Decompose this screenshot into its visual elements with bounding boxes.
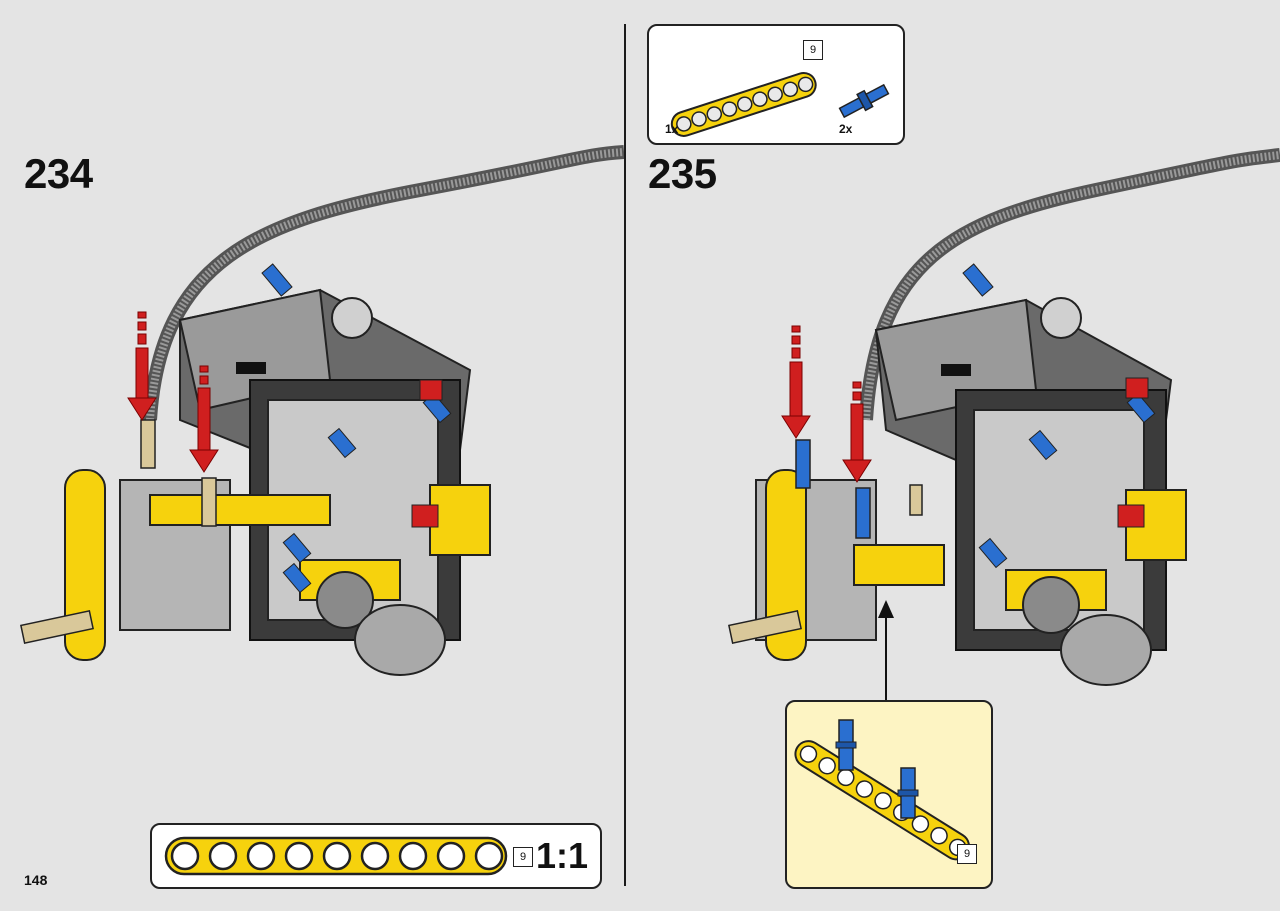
subassembly-callout: 9 [785, 700, 993, 889]
red-arrow [842, 381, 872, 483]
parts-callout: 9 1x 2x [647, 24, 905, 145]
blue-pin [835, 719, 857, 771]
red-arrow [189, 365, 219, 473]
scale-box: 9 1:1 [150, 823, 602, 889]
model-illustration [728, 148, 1280, 700]
part-quantity: 2x [839, 122, 853, 136]
length-badge: 9 [513, 847, 533, 867]
yellow-beam-part [670, 71, 817, 137]
red-arrow [127, 311, 157, 421]
blue-pin [897, 767, 919, 819]
step-number: 235 [648, 150, 717, 197]
beam-scale-illustration [164, 836, 508, 876]
yellow-beam [64, 469, 106, 661]
page-divider [624, 24, 626, 886]
length-badge: 9 [957, 844, 977, 864]
page-number: 148 [24, 872, 48, 888]
parts-illustration [670, 71, 890, 137]
left-page: 234 [0, 0, 624, 911]
step-number: 234 [24, 150, 93, 197]
gear [1022, 576, 1080, 634]
gear [316, 571, 374, 629]
red-arrow [781, 325, 811, 439]
model-illustration [20, 145, 624, 676]
right-page: 235 [626, 0, 1280, 911]
blue-pin-part [838, 83, 890, 119]
part-quantity: 1x [665, 122, 679, 136]
scale-ratio: 1:1 [535, 835, 588, 876]
length-badge: 9 [803, 40, 823, 60]
